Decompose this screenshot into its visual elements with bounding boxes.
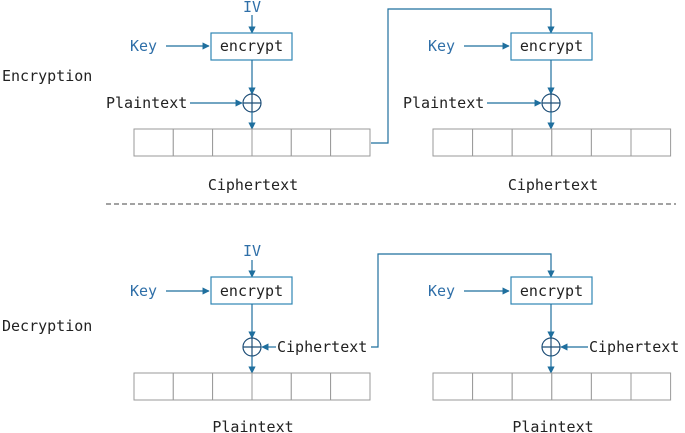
encrypt-label: encrypt [220, 37, 283, 55]
encrypt-box [210, 276, 293, 305]
xor-icon [242, 93, 262, 113]
plaintext-register [133, 372, 371, 401]
plaintext-label: Plaintext [512, 418, 593, 433]
key-label: Key [428, 282, 455, 300]
encryption-block-2: Key encrypt Plaintext Ciphertext [403, 32, 672, 194]
ciphertext-register [432, 128, 672, 157]
xor-icon [242, 337, 262, 357]
plaintext-label: Plaintext [403, 94, 484, 112]
encrypt-box [510, 276, 593, 305]
xor-icon [541, 93, 561, 113]
iv-label: IV [243, 242, 261, 260]
ciphertext-label: Ciphertext [508, 176, 598, 194]
iv-label: IV [243, 0, 261, 16]
plaintext-label: Plaintext [106, 94, 187, 112]
ciphertext-label: Ciphertext [208, 176, 298, 194]
encrypt-label: encrypt [520, 37, 583, 55]
encryption-block-1: IV Key encrypt Plaintext Ciphertext [106, 0, 371, 194]
feedback-arrow-decryption [371, 253, 555, 348]
decryption-block-2: Key encrypt Ciphertext Plaintext [428, 276, 679, 433]
encrypt-label: encrypt [520, 282, 583, 300]
decryption-block-1: IV Key encrypt Ciphertext Plaintext [130, 242, 371, 433]
ciphertext-register [133, 128, 371, 157]
encryption-label: Encryption [2, 67, 92, 85]
encrypt-label: encrypt [220, 282, 283, 300]
key-label: Key [428, 37, 455, 55]
feedback-arrow-encryption [371, 8, 555, 144]
ciphertext-label: Ciphertext [589, 338, 679, 356]
key-label: Key [130, 282, 157, 300]
xor-icon [541, 337, 561, 357]
encrypt-box [210, 32, 293, 61]
ciphertext-label: Ciphertext [277, 338, 367, 356]
plaintext-register [432, 372, 672, 401]
key-label: Key [130, 37, 157, 55]
encrypt-box [510, 32, 593, 61]
decryption-label: Decryption [2, 317, 92, 335]
plaintext-label: Plaintext [212, 418, 293, 433]
